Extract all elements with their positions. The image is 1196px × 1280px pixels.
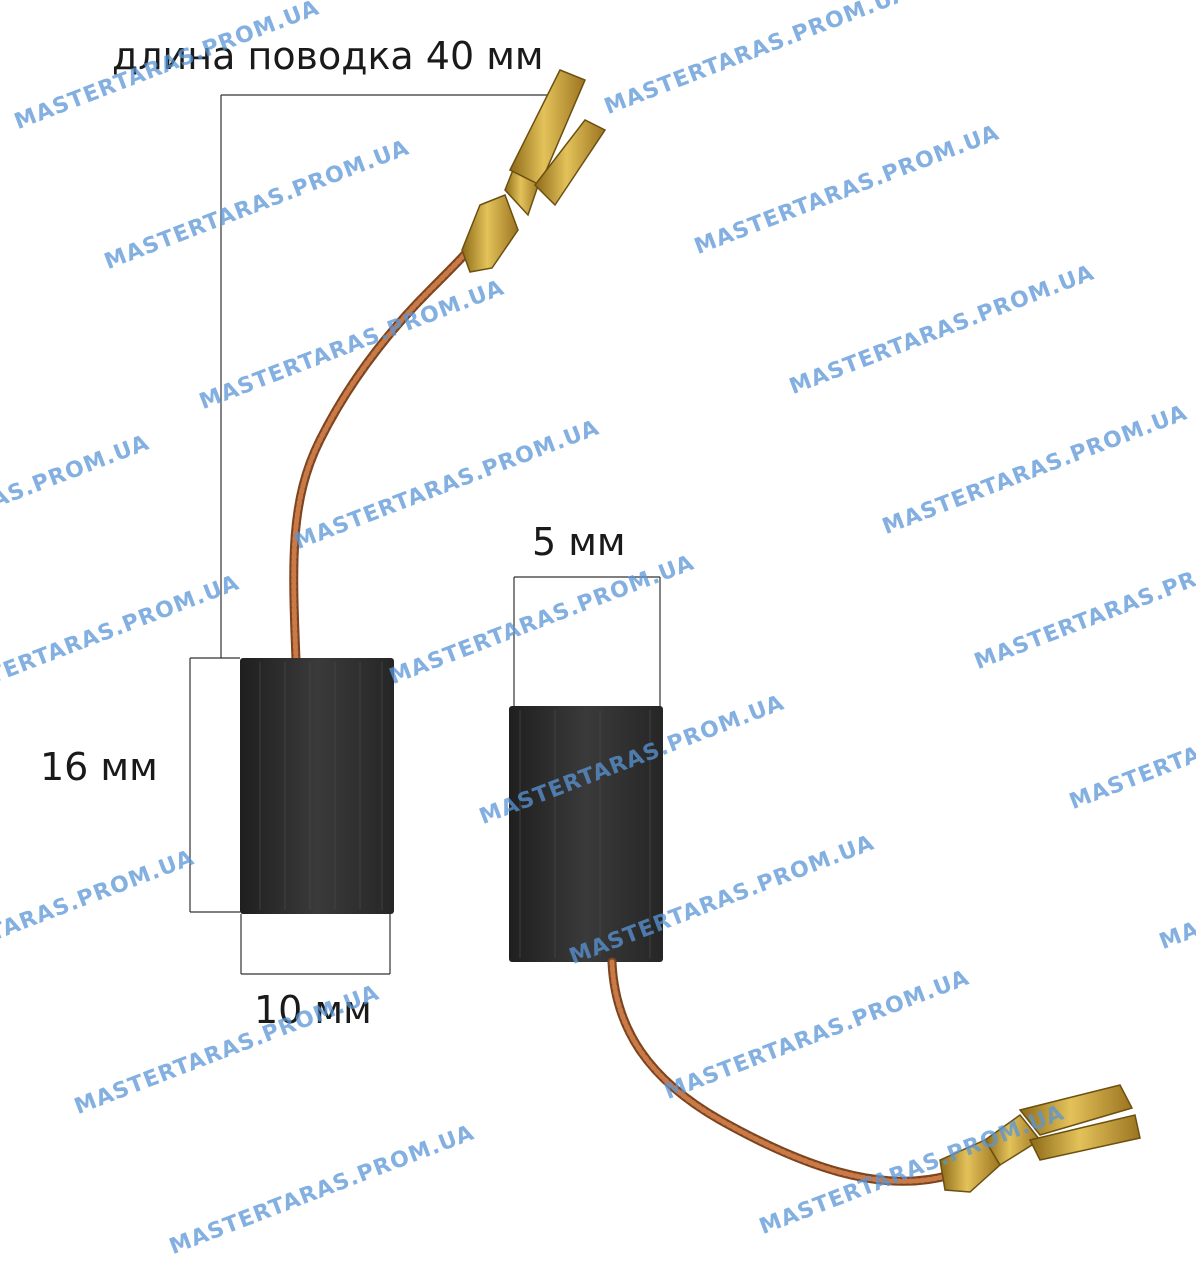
dimension-lines	[189, 94, 661, 975]
copper-lead-wire-right	[607, 957, 955, 1186]
thickness-label: 10 мм	[254, 988, 372, 1032]
carbon-brush-right	[509, 706, 663, 962]
carbon-brush-left	[240, 658, 394, 914]
brass-terminal-right	[939, 1084, 1141, 1193]
width-label: 5 мм	[532, 520, 626, 564]
height-label: 16 мм	[40, 745, 158, 789]
brass-terminal-left	[461, 69, 607, 273]
copper-lead-wire-left	[289, 233, 483, 665]
lead-length-label: длина поводка 40 мм	[112, 34, 544, 78]
